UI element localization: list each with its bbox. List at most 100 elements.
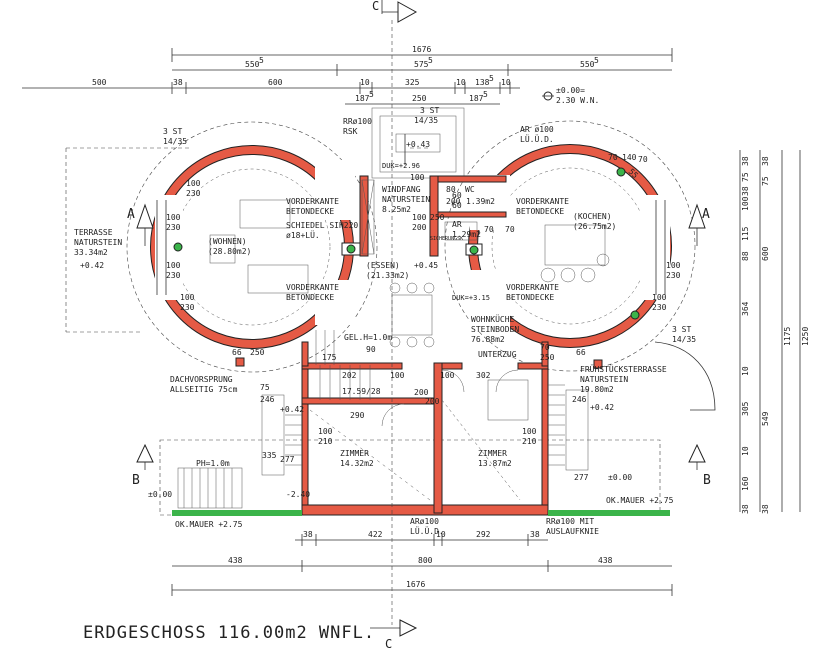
- svg-text:100: 100: [741, 196, 750, 211]
- svg-text:250: 250: [412, 94, 427, 103]
- svg-text:19.80m2: 19.80m2: [580, 385, 614, 394]
- svg-text:+0.45: +0.45: [414, 261, 438, 270]
- svg-text:325: 325: [405, 78, 420, 87]
- right-dimensions: 38 75 38 100 115 88 364 10 305 10 160 38…: [739, 150, 810, 514]
- svg-text:±0.00=: ±0.00=: [556, 86, 585, 95]
- section-c-label-bottom: C: [385, 637, 392, 650]
- svg-text:100: 100: [166, 213, 181, 222]
- room-labels: RRø100 RSK 3 ST 14/35 3 ST 14/35 3 ST 14…: [74, 106, 696, 536]
- svg-text:NATURSTEIN: NATURSTEIN: [382, 195, 430, 204]
- svg-text:246: 246: [260, 395, 275, 404]
- svg-text:FRÜHSTÜCKSTERRASSE: FRÜHSTÜCKSTERRASSE: [580, 364, 667, 374]
- svg-text:140: 140: [622, 153, 637, 162]
- svg-text:NATURSTEIN: NATURSTEIN: [580, 375, 628, 384]
- svg-text:305: 305: [741, 401, 750, 416]
- svg-text:10: 10: [436, 530, 446, 539]
- svg-text:ZIMMER: ZIMMER: [340, 449, 369, 458]
- svg-text:(ESSEN): (ESSEN): [366, 261, 400, 270]
- svg-text:10: 10: [741, 446, 750, 456]
- svg-text:75: 75: [260, 383, 270, 392]
- svg-text:38: 38: [741, 186, 750, 196]
- svg-text:38: 38: [761, 156, 770, 166]
- svg-text:500: 500: [92, 78, 107, 87]
- svg-text:100: 100: [666, 261, 681, 270]
- svg-text:(KOCHEN): (KOCHEN): [573, 212, 612, 221]
- svg-text:100: 100: [412, 213, 427, 222]
- bottom-dimensions: 38 422 10 292 38 438 800 438 1676: [171, 530, 673, 596]
- svg-text:17.59/28: 17.59/28: [342, 387, 381, 396]
- svg-text:277: 277: [280, 455, 295, 464]
- svg-text:SCHIEDEL SIH220: SCHIEDEL SIH220: [286, 221, 358, 230]
- svg-text:AUSLAUFKNIE: AUSLAUFKNIE: [546, 527, 599, 536]
- svg-text:+0.42: +0.42: [280, 405, 304, 414]
- svg-text:BETONDECKE: BETONDECKE: [516, 207, 564, 216]
- svg-text:230: 230: [180, 303, 195, 312]
- level-marker-top: ±0.00= 2.30 W.N.: [542, 86, 599, 105]
- svg-text:292: 292: [476, 530, 491, 539]
- svg-text:70: 70: [505, 225, 515, 234]
- svg-text:1676: 1676: [406, 580, 425, 589]
- svg-text:202: 202: [342, 371, 357, 380]
- svg-text:100: 100: [166, 261, 181, 270]
- svg-text:RRø100: RRø100: [343, 117, 372, 126]
- svg-text:66: 66: [576, 348, 586, 357]
- svg-text:290: 290: [350, 411, 365, 420]
- svg-text:200: 200: [446, 197, 461, 206]
- svg-text:210: 210: [522, 437, 537, 446]
- svg-text:38: 38: [741, 504, 750, 514]
- svg-text:575: 575: [414, 60, 429, 69]
- svg-text:230: 230: [166, 223, 181, 232]
- svg-text:LÜ.Ü.D.: LÜ.Ü.D.: [520, 134, 554, 144]
- svg-text:33.34m2: 33.34m2: [74, 248, 108, 257]
- svg-text:187: 187: [355, 94, 370, 103]
- kochen-circle: [468, 144, 672, 348]
- svg-text:230: 230: [166, 271, 181, 280]
- svg-text:(21.33m2): (21.33m2): [366, 271, 409, 280]
- svg-text:LÜ.Ü.D.: LÜ.Ü.D.: [410, 526, 444, 536]
- svg-text:ARø100: ARø100: [410, 517, 439, 526]
- svg-text:364: 364: [741, 301, 750, 316]
- section-a-right: A: [702, 207, 710, 222]
- svg-text:138: 138: [475, 78, 490, 87]
- svg-text:SICHERUNGSK: SICHERUNGSK: [430, 236, 463, 242]
- svg-text:38: 38: [173, 78, 183, 87]
- svg-text:600: 600: [761, 246, 770, 261]
- svg-text:3 ST: 3 ST: [420, 106, 439, 115]
- svg-text:ZIMMER: ZIMMER: [478, 449, 507, 458]
- svg-text:250: 250: [430, 213, 445, 222]
- svg-text:38: 38: [761, 504, 770, 514]
- svg-text:14/35: 14/35: [672, 335, 696, 344]
- svg-text:1.39m2: 1.39m2: [466, 197, 495, 206]
- svg-text:3 ST: 3 ST: [163, 127, 182, 136]
- svg-text:VORDERKANTE: VORDERKANTE: [516, 197, 569, 206]
- svg-text:115: 115: [741, 226, 750, 241]
- svg-text:200: 200: [425, 397, 440, 406]
- svg-text:38: 38: [303, 530, 313, 539]
- svg-text:TERRASSE: TERRASSE: [74, 228, 113, 237]
- svg-text:70: 70: [638, 155, 648, 164]
- svg-text:438: 438: [598, 556, 613, 565]
- svg-text:OK.MAUER +2.75: OK.MAUER +2.75: [175, 520, 243, 529]
- svg-text:VORDERKANTE: VORDERKANTE: [286, 197, 339, 206]
- svg-text:5: 5: [369, 90, 374, 99]
- svg-text:549: 549: [761, 411, 770, 426]
- svg-text:+0.42: +0.42: [80, 261, 104, 270]
- svg-text:38: 38: [741, 156, 750, 166]
- svg-text:1175: 1175: [783, 327, 792, 346]
- svg-text:1.29m2: 1.29m2: [452, 230, 481, 239]
- svg-text:70: 70: [484, 225, 494, 234]
- svg-text:ø18+LÜ.: ø18+LÜ.: [286, 230, 320, 240]
- svg-text:277: 277: [574, 473, 589, 482]
- svg-text:+0.42: +0.42: [590, 403, 614, 412]
- svg-text:5: 5: [489, 74, 494, 83]
- svg-text:BETONDECKE: BETONDECKE: [286, 207, 334, 216]
- svg-text:422: 422: [368, 530, 383, 539]
- svg-text:302: 302: [476, 371, 491, 380]
- svg-text:70: 70: [540, 343, 550, 352]
- section-marks-ab: A A B B: [127, 203, 711, 488]
- svg-text:600: 600: [268, 78, 283, 87]
- svg-text:80: 80: [446, 185, 456, 194]
- svg-text:5: 5: [483, 90, 488, 99]
- svg-text:200: 200: [414, 388, 429, 397]
